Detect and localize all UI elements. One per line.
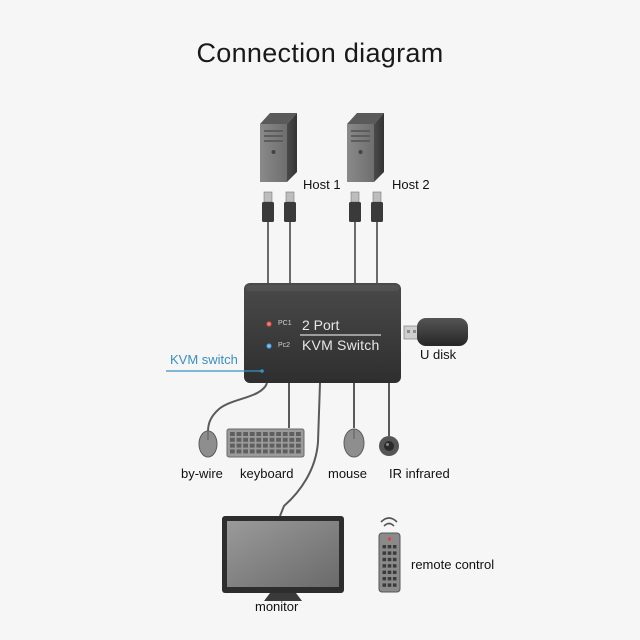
pc2-led-icon (266, 343, 272, 349)
usb-plug-icon (262, 191, 383, 222)
remote-key (382, 545, 387, 549)
keyboard-key (249, 437, 255, 442)
pc1-led-label: PC1 (278, 320, 292, 327)
keyboard-key (249, 449, 255, 454)
keyboard-key (269, 443, 275, 448)
diagram-title: Connection diagram (196, 38, 444, 68)
keyboard-key (256, 437, 262, 442)
kvm-model-line2: KVM Switch (302, 337, 380, 353)
keyboard-key (263, 432, 268, 436)
remote-key (392, 564, 397, 568)
remote-key (392, 583, 397, 587)
mouse-label: mouse (328, 466, 368, 481)
keyboard-key (296, 443, 301, 448)
remote-key (382, 557, 387, 562)
remote-key (382, 564, 387, 568)
keyboard-key (269, 449, 275, 454)
remote-key (387, 577, 392, 581)
keyboard-key (296, 437, 301, 442)
keyboard-key (236, 443, 242, 448)
remote-key (387, 557, 392, 562)
remote-key (382, 551, 387, 555)
keyboard-key (296, 432, 301, 436)
keyboard-key (276, 437, 281, 442)
by-wire-label: by-wire (181, 466, 223, 481)
keyboard-key (296, 449, 301, 454)
kvm-model-line1: 2 Port (302, 317, 340, 333)
usb-disk-icon (403, 318, 468, 346)
pc1-led-icon (266, 321, 272, 327)
remote-key (387, 583, 392, 587)
host-2-computer-icon (347, 113, 384, 182)
usb-disk-label: U disk (420, 347, 457, 362)
keyboard-key (230, 449, 235, 454)
peripheral-cables (207, 382, 390, 517)
remote-key (382, 583, 387, 587)
remote-key (387, 545, 392, 549)
keyboard-key (243, 443, 248, 448)
pc2-led-label: Pc2 (278, 342, 291, 349)
keyboard-key (282, 449, 288, 454)
keyboard-key (276, 443, 281, 448)
ir-infrared-label: IR infrared (389, 466, 450, 481)
remote-key (382, 577, 387, 581)
ir-receiver-icon (379, 436, 399, 456)
remote-key (392, 545, 397, 549)
keyboard-key (276, 432, 281, 436)
keyboard-key (263, 443, 268, 448)
remote-key (387, 570, 392, 574)
host-2-label: Host 2 (392, 177, 430, 192)
keyboard-label: keyboard (240, 466, 294, 481)
keyboard-key (269, 437, 275, 442)
kvm-switch-leader-line (166, 369, 264, 373)
keyboard-key (256, 443, 262, 448)
keyboard-key (230, 432, 235, 436)
monitor-icon (222, 516, 344, 601)
keyboard-key (243, 449, 248, 454)
keyboard-key (256, 432, 262, 436)
remote-key (382, 570, 387, 574)
remote-key (387, 564, 392, 568)
wired-mouse-icon (198, 430, 218, 458)
keyboard-key (282, 432, 288, 436)
keyboard-key (249, 432, 255, 436)
remote-control-icon (378, 517, 401, 593)
keyboard-key (249, 443, 255, 448)
kvm-switch-device (244, 283, 401, 383)
keyboard-key (282, 443, 288, 448)
kvm-switch-label: KVM switch (170, 352, 238, 367)
keyboard-key (236, 437, 242, 442)
keyboard-key (230, 437, 235, 442)
mouse-icon (343, 428, 365, 458)
keyboard-key (230, 443, 235, 448)
host-1-label: Host 1 (303, 177, 341, 192)
keyboard-key (282, 437, 288, 442)
keyboard-key (236, 449, 242, 454)
remote-key (392, 577, 397, 581)
monitor-label: monitor (255, 599, 299, 614)
remote-key (392, 570, 397, 574)
keyboard-key (256, 449, 262, 454)
keyboard-key (289, 443, 295, 448)
keyboard-key (236, 432, 242, 436)
keyboard-key (289, 449, 295, 454)
host-1-computer-icon (260, 113, 297, 182)
keyboard-key (269, 432, 275, 436)
keyboard-key (243, 437, 248, 442)
keyboard-icon (226, 428, 305, 458)
remote-control-label: remote control (411, 557, 495, 572)
keyboard-key (276, 449, 281, 454)
host-cables (267, 222, 378, 284)
keyboard-key (289, 437, 295, 442)
keyboard-key (243, 432, 248, 436)
keyboard-key (289, 432, 295, 436)
keyboard-key (263, 449, 268, 454)
remote-key (392, 557, 397, 562)
remote-key (387, 551, 392, 555)
remote-key (392, 551, 397, 555)
keyboard-key (263, 437, 268, 442)
